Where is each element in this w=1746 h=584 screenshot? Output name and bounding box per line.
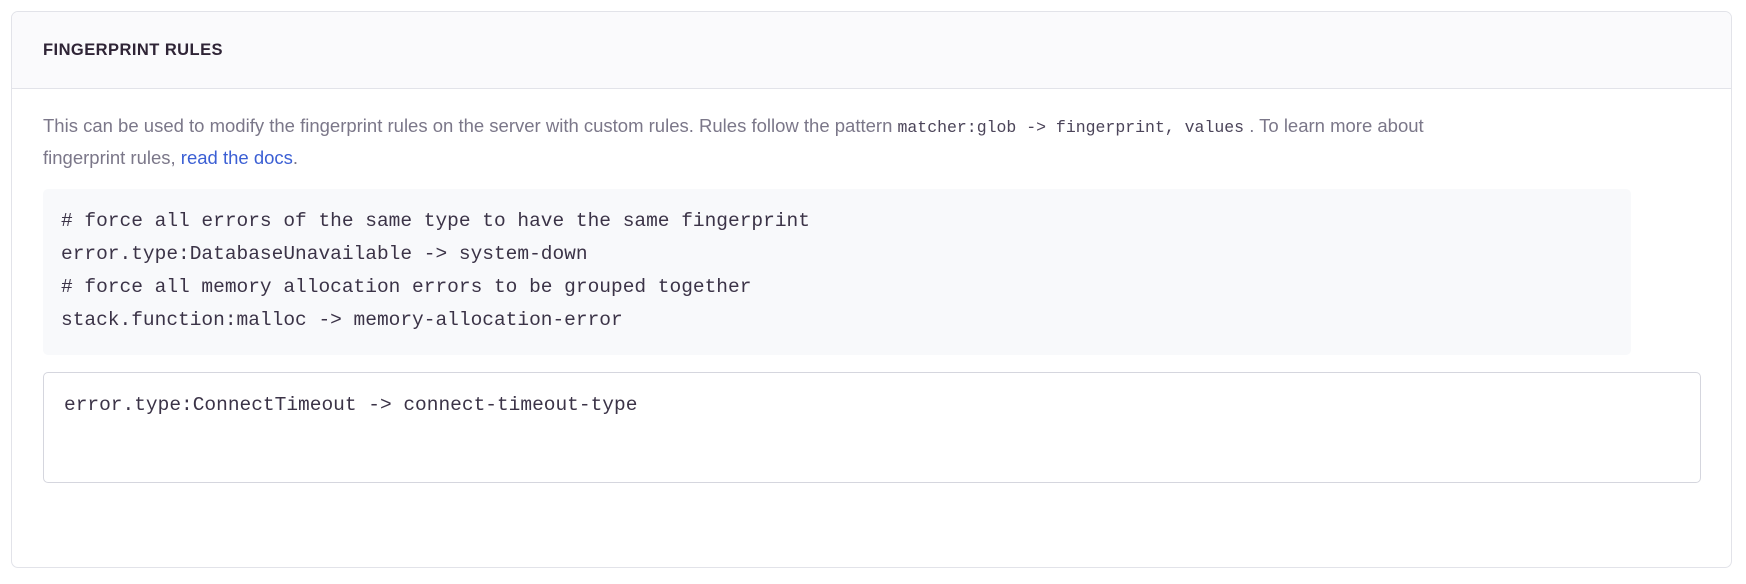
description-text-part-1: This can be used to modify the fingerpri… [43, 115, 898, 136]
description-text-part-3: . [292, 147, 299, 168]
fingerprint-rules-panel: FINGERPRINT RULES This can be used to mo… [11, 11, 1732, 568]
description-text-part-2: . To learn more about fingerprint rules, [43, 115, 1424, 168]
panel-description: This can be used to modify the fingerpri… [43, 111, 1438, 173]
panel-header: FINGERPRINT RULES [12, 12, 1731, 89]
code-line: # force all errors of the same type to h… [61, 210, 810, 232]
fingerprint-rules-input[interactable]: error.type:ConnectTimeout -> connect-tim… [43, 372, 1701, 483]
description-inline-code: matcher:glob -> fingerprint, values [897, 118, 1245, 137]
code-line: # force all memory allocation errors to … [61, 276, 752, 298]
example-rules-code-block: # force all errors of the same type to h… [43, 189, 1631, 355]
fingerprint-rules-input-value[interactable]: error.type:ConnectTimeout -> connect-tim… [64, 394, 638, 416]
page-title: FINGERPRINT RULES [43, 40, 223, 59]
read-the-docs-link[interactable]: read the docs [180, 147, 293, 168]
panel-body: This can be used to modify the fingerpri… [12, 89, 1731, 483]
code-line: stack.function:malloc -> memory-allocati… [61, 309, 623, 331]
code-line: error.type:DatabaseUnavailable -> system… [61, 243, 588, 265]
